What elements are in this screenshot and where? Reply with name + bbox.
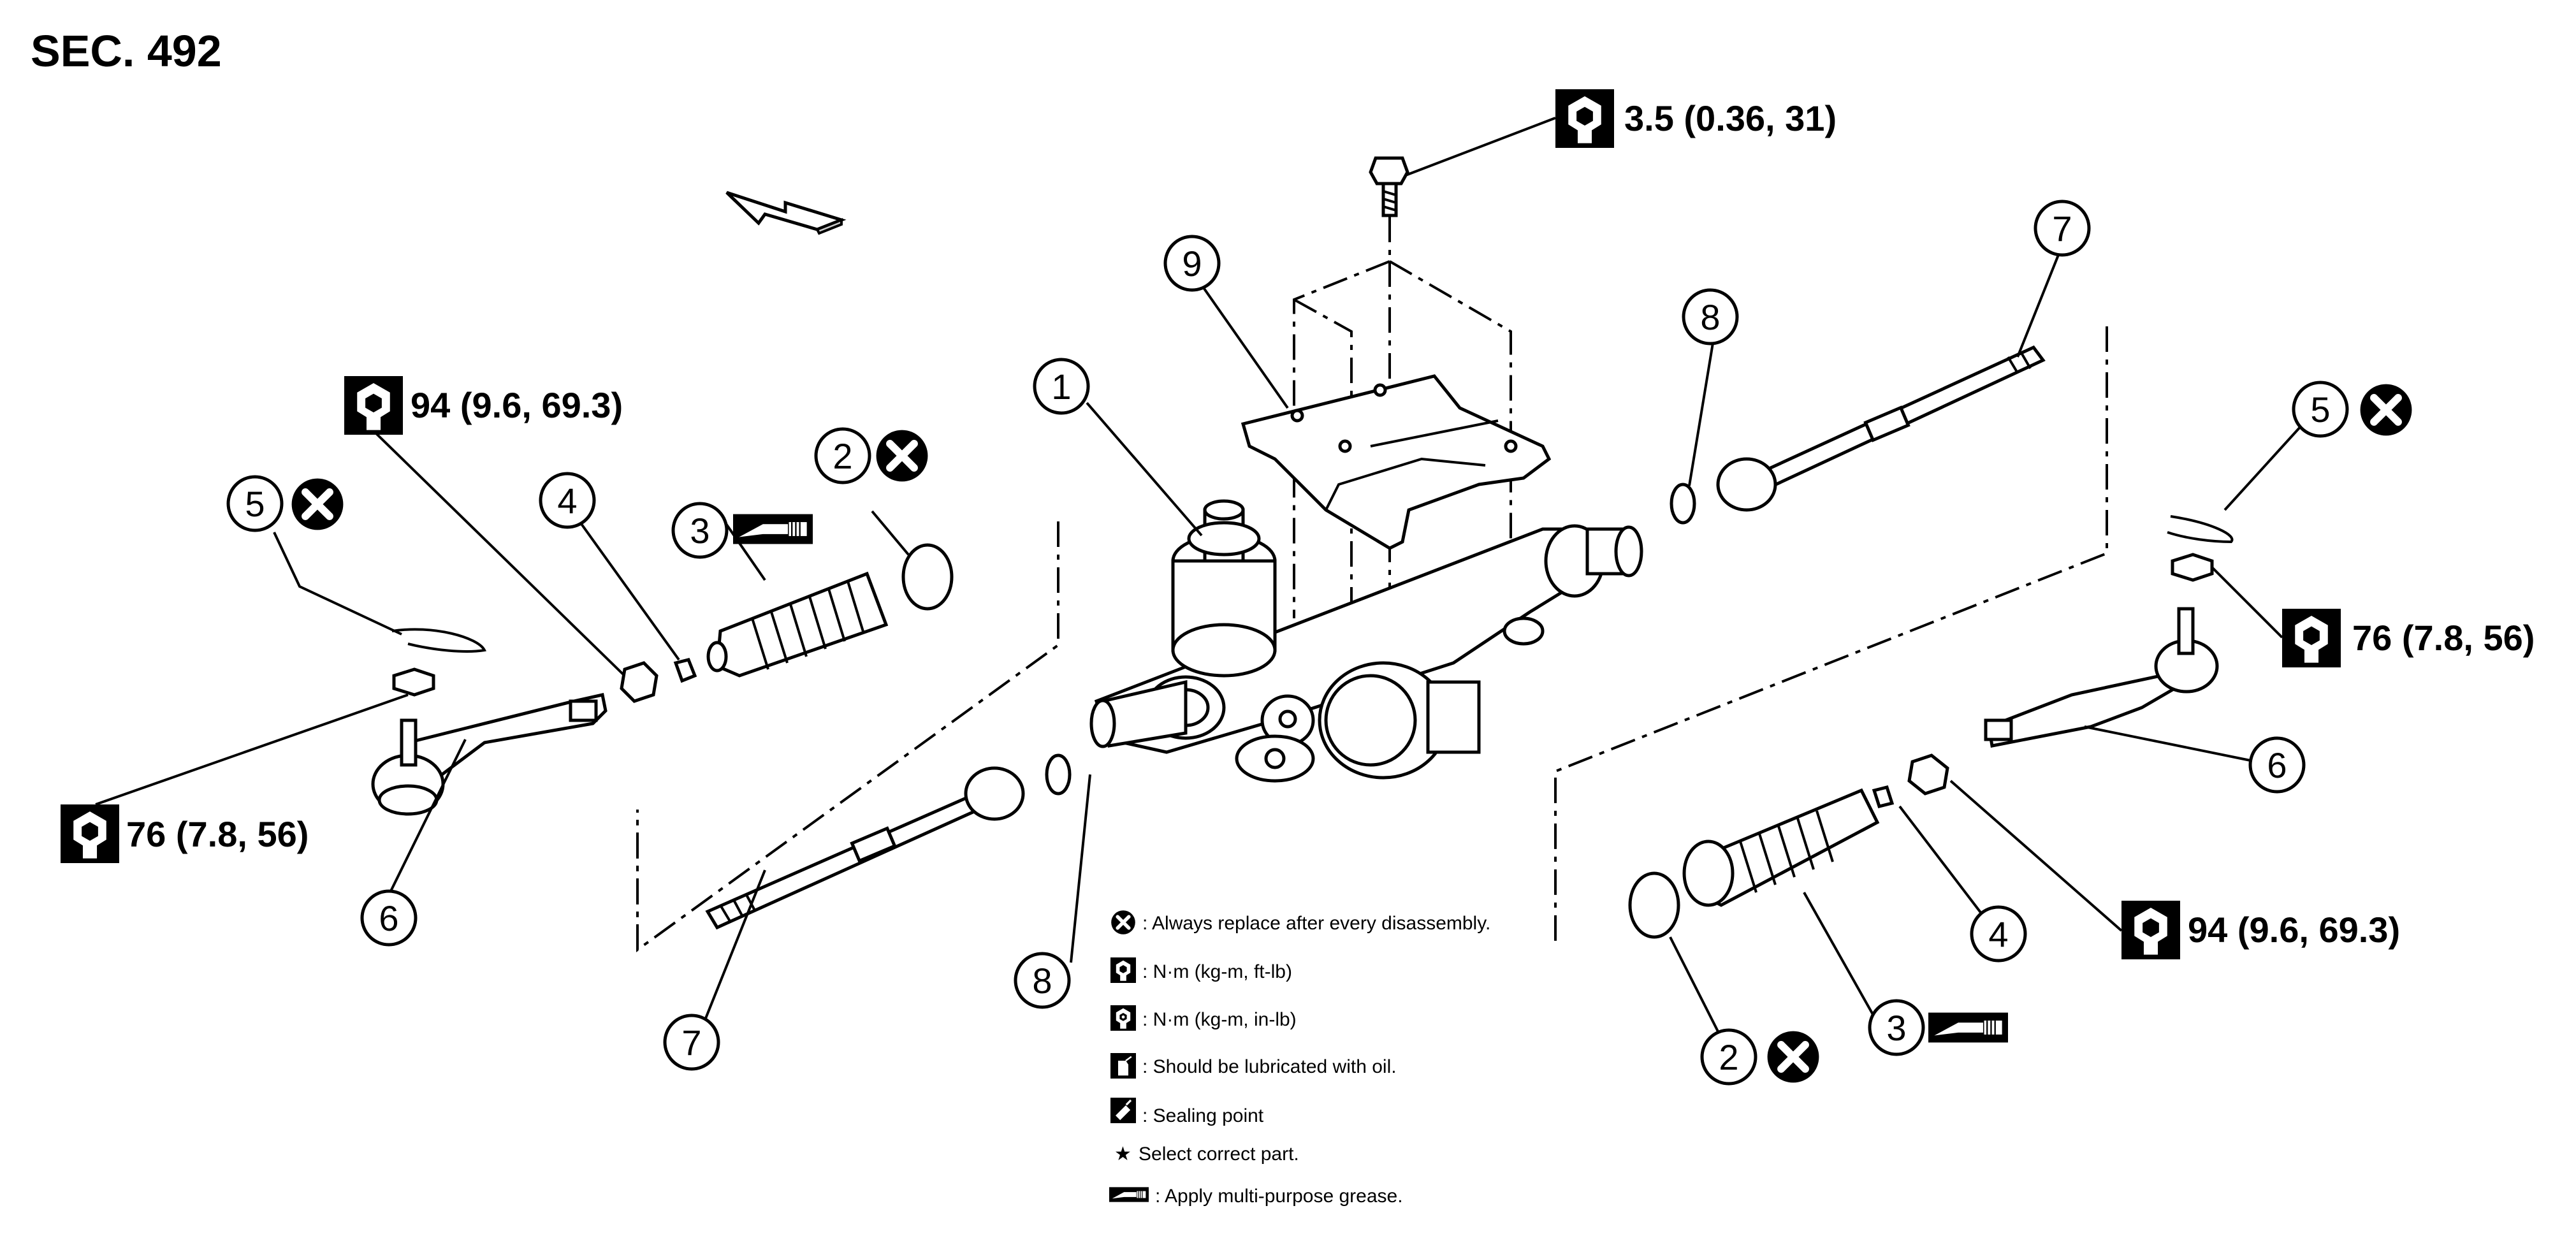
- star-icon: ★: [1114, 1144, 1132, 1165]
- callout-3-right: 3: [1868, 999, 2008, 1056]
- clamp-right: [1628, 871, 1680, 939]
- svg-text:8: 8: [1032, 961, 1052, 1001]
- callout-8-left: 8: [1014, 952, 1071, 1009]
- callout-4-right: 4: [1970, 905, 2027, 963]
- oil-can-icon: [1110, 1053, 1136, 1079]
- svg-text:: Sealing point: : Sealing point: [1142, 1105, 1264, 1126]
- svg-text:9: 9: [1182, 244, 1202, 284]
- torque-wrench-small-icon: [1110, 1005, 1136, 1031]
- rack-washer-right: [1670, 483, 1696, 525]
- svg-text:: N·m (kg-m, ft-lb): : N·m (kg-m, ft-lb): [1142, 961, 1292, 982]
- x-circle-icon: [1111, 910, 1135, 934]
- torque-nut-right-lower: 94 (9.6, 69.3): [2121, 901, 2400, 959]
- svg-text:Select correct part.: Select correct part.: [1139, 1144, 1299, 1165]
- legend-item-torque-ft-lb: : N·m (kg-m, ft-lb): [1110, 957, 1292, 983]
- torque-wrench-icon: [1110, 957, 1136, 983]
- torque-wrench-icon: [2121, 901, 2180, 959]
- grease-gun-icon: [733, 513, 813, 545]
- clip-right: [1872, 785, 1895, 808]
- torque-nut-left-upper: 94 (9.6, 69.3): [344, 376, 623, 435]
- legend-item-replace: : Always replace after every disassembly…: [1111, 910, 1490, 934]
- torque-wrench-icon: [2282, 609, 2341, 667]
- svg-text:: N·m (kg-m, in-lb): : N·m (kg-m, in-lb): [1142, 1009, 1297, 1030]
- callout-6-right: 6: [2248, 736, 2306, 794]
- torque-wrench-icon: [344, 376, 403, 435]
- svg-text:7: 7: [681, 1022, 701, 1063]
- svg-text:6: 6: [2267, 745, 2287, 785]
- legend-item-torque-in-lb: : N·m (kg-m, in-lb): [1110, 1005, 1297, 1031]
- sealant-tube-icon: [1110, 1098, 1136, 1123]
- svg-text:1: 1: [1051, 367, 1071, 407]
- svg-text:5: 5: [2310, 389, 2330, 430]
- lock-nut-left: [620, 661, 659, 703]
- callout-2-left: 2: [814, 427, 928, 484]
- cotter-pin-right: [2167, 515, 2234, 544]
- svg-text:4: 4: [1988, 914, 2008, 954]
- callout-8-right: 8: [1682, 288, 1739, 345]
- cotter-pin-left: [391, 628, 487, 653]
- rack-washer-left: [1045, 753, 1072, 796]
- svg-text:: Apply multi-purpose grease.: : Apply multi-purpose grease.: [1155, 1186, 1403, 1207]
- boot-right: [1682, 788, 1880, 907]
- legend-item-select-part: ★ Select correct part.: [1114, 1144, 1299, 1165]
- svg-text:7: 7: [2052, 208, 2072, 249]
- section-label: SEC. 492: [31, 26, 222, 76]
- boot-left: [706, 571, 889, 678]
- svg-text:6: 6: [379, 898, 398, 938]
- torque-value: 3.5 (0.36, 31): [1624, 98, 1837, 138]
- grease-gun-icon: [1928, 1012, 2008, 1043]
- callout-7-left: 7: [663, 1014, 720, 1071]
- callout-5-left: 5: [226, 475, 344, 532]
- svg-text:8: 8: [1700, 297, 1720, 337]
- x-circle-icon: [1768, 1031, 1819, 1083]
- steering-gear-assembly: [1089, 499, 1643, 783]
- callout-1: 1: [1033, 358, 1090, 415]
- legend-item-grease: : Apply multi-purpose grease.: [1109, 1186, 1403, 1207]
- clip-left: [673, 658, 697, 683]
- grease-gun-icon: [1109, 1186, 1149, 1203]
- x-circle-icon: [292, 479, 344, 530]
- callout-3-left: 3: [671, 502, 813, 559]
- callout-9: 9: [1163, 235, 1221, 292]
- x-circle-icon: [2361, 384, 2412, 436]
- svg-text:: Always replace after every d: : Always replace after every disassembly…: [1142, 913, 1490, 934]
- callout-4-left: 4: [539, 472, 596, 529]
- svg-text:3: 3: [1886, 1008, 1906, 1048]
- heat-insulator: [1241, 374, 1552, 550]
- torque-value: 94 (9.6, 69.3): [411, 385, 623, 425]
- tie-rod-end-right: [1984, 607, 2219, 748]
- svg-text:4: 4: [557, 481, 577, 521]
- mounting-bolt: [1369, 156, 1409, 217]
- torque-value: 76 (7.8, 56): [126, 814, 309, 854]
- svg-text:2: 2: [833, 436, 852, 476]
- tie-rod-end-left: [371, 693, 608, 816]
- torque-bolt-top: 3.5 (0.36, 31): [1555, 89, 1837, 148]
- torque-wrench-icon: [61, 804, 119, 863]
- callout-5-right: 5: [2292, 381, 2412, 438]
- svg-text:: Should be lubricated with oi: : Should be lubricated with oil.: [1142, 1056, 1397, 1077]
- torque-value: 94 (9.6, 69.3): [2188, 910, 2400, 950]
- torque-wrench-icon: [1555, 89, 1614, 148]
- svg-text:2: 2: [1719, 1037, 1738, 1077]
- inner-tie-rod-right: [1716, 345, 2046, 512]
- castle-nut-left: [392, 667, 435, 697]
- x-circle-icon: [877, 430, 928, 482]
- torque-nut-left-lower: 76 (7.8, 56): [61, 804, 309, 863]
- legend-item-sealing: : Sealing point: [1110, 1098, 1264, 1126]
- callout-7-right: 7: [2034, 200, 2091, 257]
- legend: : Always replace after every disassembly…: [1109, 910, 1490, 1207]
- torque-value: 76 (7.8, 56): [2352, 618, 2535, 658]
- callout-6-left: 6: [360, 889, 418, 947]
- lock-nut-right: [1907, 753, 1949, 796]
- svg-text:5: 5: [245, 484, 265, 524]
- torque-nut-right-upper: 76 (7.8, 56): [2282, 609, 2535, 667]
- svg-text:3: 3: [690, 511, 709, 551]
- clamp-left: [901, 543, 954, 611]
- inner-tie-rod-left: [705, 766, 1025, 930]
- front-arrow-icon: [725, 191, 847, 235]
- castle-nut-right: [2171, 553, 2214, 582]
- callout-2-right: 2: [1700, 1028, 1819, 1086]
- legend-item-oil: : Should be lubricated with oil.: [1110, 1053, 1397, 1079]
